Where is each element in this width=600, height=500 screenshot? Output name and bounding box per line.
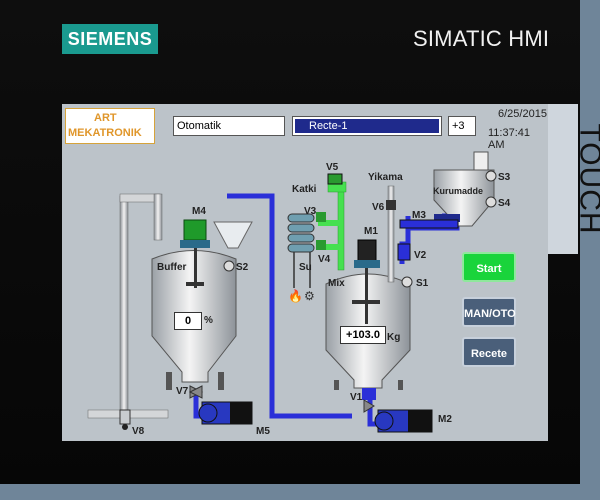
label-m3: M3 (412, 210, 426, 221)
buffer-level-unit: % (204, 315, 213, 326)
label-v5: V5 (326, 162, 339, 173)
label-v2: V2 (414, 250, 427, 261)
recipe-field[interactable]: Recte-1 (292, 116, 442, 136)
gear-icon: ⚙ (304, 289, 315, 303)
hmi-screen: ART MEKATRONIK Otomatik Recte-1 +3 6/25/… (62, 104, 548, 441)
valve-v2 (397, 243, 411, 261)
label-katki: Katki (292, 184, 317, 195)
screw-conveyor-m3 (399, 219, 459, 229)
label-s2: S2 (236, 262, 249, 273)
mix-weight-unit: Kg (387, 332, 401, 343)
hmi-frame-bottom (0, 484, 600, 500)
label-v1: V1 (350, 392, 363, 403)
label-buffer: Buffer (157, 262, 187, 273)
time-display: 11:37:41 AM (488, 127, 531, 151)
label-s3: S3 (498, 172, 511, 183)
mix-outlet-valve (362, 388, 376, 413)
buffer-outlet-valve (188, 385, 204, 399)
valve-v5 (327, 173, 343, 185)
logo-line1: ART (94, 112, 117, 124)
label-yikama: Yikama (368, 172, 403, 183)
label-v7: V7 (176, 386, 189, 397)
water-line (293, 252, 311, 288)
step-field[interactable]: +3 (448, 116, 476, 136)
start-button[interactable]: Start (462, 252, 516, 282)
label-kurumadde: Kurumadde (433, 186, 483, 196)
label-v3: V3 (304, 206, 317, 217)
label-v8: V8 (132, 426, 145, 437)
label-m1: M1 (364, 226, 378, 237)
valve-bank-v3-v4 (287, 212, 326, 253)
model-label: SIMATIC HMI (413, 26, 550, 51)
sensor-s1-indicator (401, 276, 413, 288)
process-diagram: 🔥 ⚙ M4 Buffer S2 V7 V8 (87, 151, 511, 437)
buffer-level-value[interactable]: 0 (174, 312, 202, 330)
pump-m5 (198, 401, 253, 425)
company-logo: ART MEKATRONIK (65, 108, 155, 144)
mode-field[interactable]: Otomatik (173, 116, 285, 136)
man-oto-button[interactable]: MAN/OTO (462, 297, 516, 327)
label-v4: V4 (318, 254, 331, 265)
feed-hopper (213, 221, 253, 249)
label-mix: Mix (328, 278, 345, 289)
label-m4: M4 (192, 206, 206, 217)
sensor-s2-indicator (223, 260, 235, 272)
pump-m2 (374, 409, 433, 433)
date-display: 6/25/2015 (498, 108, 547, 120)
hmi-frame-right (580, 0, 600, 500)
agitator-motor-m1 (352, 239, 380, 324)
agitator-motor-m4 (180, 219, 210, 288)
label-su: Su (299, 262, 312, 273)
label-s4: S4 (498, 198, 511, 209)
valve-v8 (119, 409, 131, 430)
recipe-selection: Recte-1 (295, 119, 439, 133)
touch-label: TOUCH (573, 123, 600, 235)
touch-strip (548, 104, 578, 254)
recete-button[interactable]: Recete (462, 337, 516, 367)
label-m5: M5 (256, 426, 270, 437)
dry-material-hopper (433, 151, 497, 227)
logo-line2: MEKATRONIK (68, 127, 142, 139)
label-m2: M2 (438, 414, 452, 425)
label-s1: S1 (416, 278, 429, 289)
label-v6: V6 (372, 202, 385, 213)
flame-icon: 🔥 (288, 289, 303, 303)
wash-line-v6 (386, 185, 396, 283)
brand-logo: SIEMENS (62, 24, 158, 54)
mix-weight-value[interactable]: +103.0 (340, 326, 386, 344)
